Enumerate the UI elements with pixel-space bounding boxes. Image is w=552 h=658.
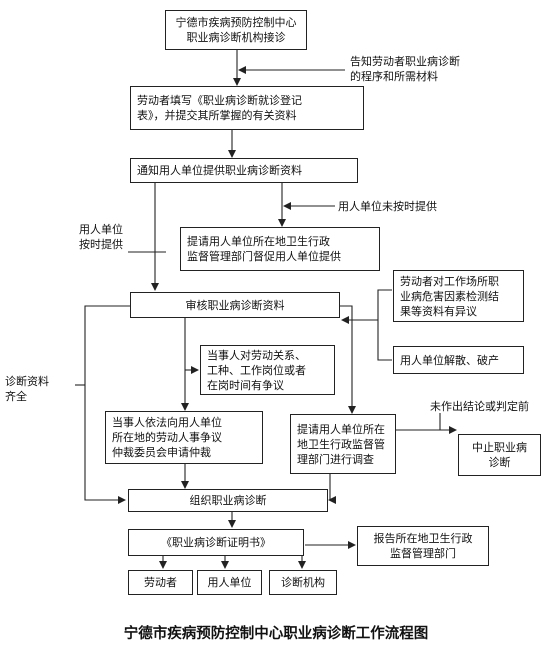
edge-n10-n12: [328, 474, 336, 504]
node-suspend-diagnosis: 中止职业病 诊断: [458, 434, 541, 476]
node-recipient-employer: 用人单位: [197, 570, 262, 595]
node-review-materials: 审核职业病诊断资料: [130, 292, 340, 318]
diagram-title: 宁德市疾病预防控制中心职业病诊断工作流程图: [123, 625, 429, 642]
node-recipient-worker: 劳动者: [128, 570, 193, 595]
node-labor-dispute: 当事人对劳动关系、 工种、工作岗位或者 在岗时间有争议: [200, 345, 335, 395]
edge-complete: [84, 305, 130, 504]
node-arbitration: 当事人依法向用人单位 所在地的劳动人事争议 仲裁委员会申请仲裁: [105, 411, 263, 464]
label-before-conclusion: 未作出结论或判定前: [430, 400, 529, 413]
label-materials-complete: 诊断资料 齐全: [5, 375, 49, 403]
node-recipient-institution: 诊断机构: [269, 570, 337, 595]
label-on-time: 用人单位 按时提供: [79, 223, 123, 251]
node-notify-employer: 通知用人单位提供职业病诊断资料: [130, 158, 358, 183]
node-request-supervision: 提请用人单位所在地卫生行政 监督管理部门督促用人单位提供: [180, 227, 380, 271]
node-organize-diagnosis: 组织职业病诊断: [128, 489, 328, 512]
label-inform-worker: 告知劳动者职业病诊断 的程序和所需材料: [350, 55, 460, 83]
edge-n6-n7-bracket: [377, 289, 392, 361]
label-not-on-time: 用人单位未按时提供: [338, 200, 437, 213]
edge-n5-n10: [340, 305, 356, 414]
node-worker-register: 劳动者填写《职业病诊断就诊登记 表》，并提交其所掌握的有关资料: [130, 86, 364, 130]
node-report-authority: 报告所在地卫生行政 监督管理部门: [357, 526, 489, 566]
node-investigation: 提请用人单位所在 地卫生行政监督管 理部门进行调查: [290, 414, 396, 474]
node-certificate: 《职业病诊断证明书》: [128, 529, 304, 556]
node-worker-objection: 劳动者对工作场所职 业病危害因素检测结 果等资料有异议: [393, 270, 524, 322]
node-employer-dissolved: 用人单位解散、破产: [393, 346, 524, 374]
node-reception: 宁德市疾病预防控制中心 职业病诊断机构接诊: [165, 10, 307, 50]
